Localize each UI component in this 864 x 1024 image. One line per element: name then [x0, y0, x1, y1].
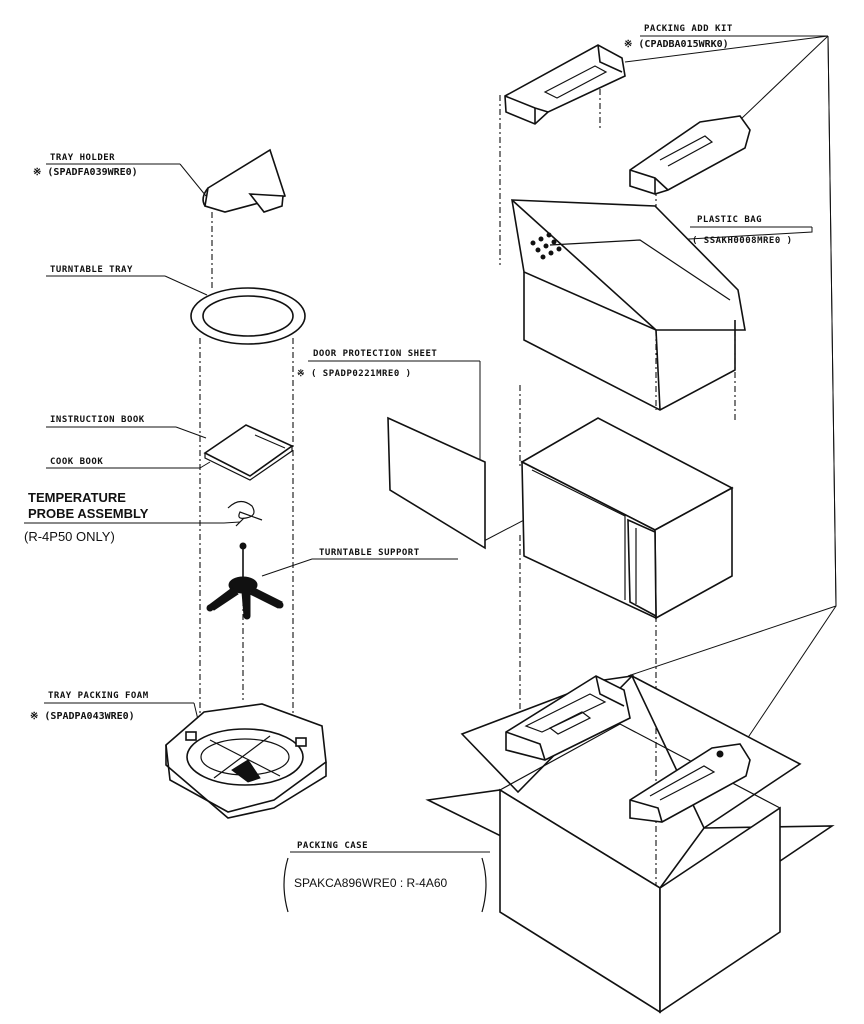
- case-foam-left-part: [505, 675, 631, 761]
- microwave-oven-part: [520, 417, 734, 620]
- label-door-protection-sheet: DOOR PROTECTION SHEET: [313, 349, 437, 359]
- label-r4p50-only: (R-4P50 ONLY): [24, 529, 115, 544]
- label-packing-add-kit-part: ※ (CPADBA015WRK0): [624, 39, 729, 50]
- label-packing-case-part: SPAKCA896WRE0 : R-4A60: [294, 876, 448, 890]
- label-tray-packing-foam: TRAY PACKING FOAM: [48, 691, 149, 701]
- tray-packing-foam-part: [165, 703, 327, 819]
- packing-add-kit-piece-2: [629, 115, 751, 195]
- label-turntable-tray: TURNTABLE TRAY: [50, 265, 133, 275]
- label-turntable-support: TURNTABLE SUPPORT: [319, 548, 420, 558]
- label-tray-packing-foam-part: ※ (SPADPA043WRE0): [30, 711, 135, 722]
- packing-case-part: [425, 674, 835, 1014]
- label-cook-book: COOK BOOK: [50, 457, 103, 467]
- turntable-support-part: [206, 542, 284, 620]
- label-tray-holder-part: ※ (SPADFA039WRE0): [33, 167, 138, 178]
- case-foam-right-part: [629, 743, 751, 823]
- label-probe-assembly: PROBE ASSEMBLY: [28, 506, 149, 521]
- label-plastic-bag-part: ※ ( SSAKH0008MRE0 ): [678, 236, 793, 246]
- packing-add-kit-piece-1: [504, 44, 626, 125]
- label-packing-case: PACKING CASE: [297, 841, 368, 851]
- label-tray-holder: TRAY HOLDER: [50, 153, 115, 163]
- case-paren-left: [283, 857, 289, 913]
- label-packing-add-kit: PACKING ADD KIT: [644, 24, 733, 34]
- turntable-tray-part: [190, 287, 306, 345]
- bag-perforation-dots: [530, 232, 562, 260]
- books-part: [203, 424, 294, 481]
- label-temperature: TEMPERATURE: [28, 490, 126, 505]
- plastic-bag-part: [511, 199, 746, 411]
- temperature-probe-part: [227, 500, 263, 527]
- door-protection-sheet-part: [387, 416, 486, 550]
- label-door-protection-sheet-part: ※ ( SPADP0221MRE0 ): [297, 369, 412, 379]
- case-paren-right: [481, 857, 487, 913]
- label-instruction-book: INSTRUCTION BOOK: [50, 415, 145, 425]
- tray-holder-part: [202, 148, 287, 213]
- label-plastic-bag: PLASTIC BAG: [697, 215, 762, 225]
